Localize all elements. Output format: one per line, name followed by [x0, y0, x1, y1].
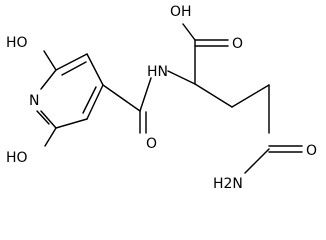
bond-carbonyl-nh — [139, 77, 152, 112]
atom-label-ho-top: HO — [6, 35, 28, 51]
ring-bond-c-cpara — [86, 53, 104, 86]
ring-bond-ctop-c-inner — [61, 61, 87, 76]
bond-ring-carbonyl — [102, 84, 141, 112]
ring-bond-c-cbottom — [55, 118, 88, 129]
atom-label-ring-n: N — [29, 93, 39, 109]
bond-cbeta-cgamma — [231, 84, 270, 108]
bond-cooh-oh — [182, 23, 196, 41]
bond-calpha-cbeta — [194, 83, 233, 108]
atom-label-end-o: O — [306, 143, 317, 159]
atom-label-ho-bottom: HO — [6, 150, 28, 166]
atom-label-acid-o: O — [232, 36, 243, 52]
atom-label-acid-oh: OH — [170, 4, 192, 20]
ring-bond-n-ctop — [40, 69, 57, 90]
atom-label-amide-nh: HN — [147, 64, 168, 80]
ring-bond-ctop-c — [55, 53, 88, 71]
atom-label-amide-o: O — [146, 136, 157, 152]
ring-bond-cbottom-n — [40, 110, 57, 129]
bond-ctop-oh — [43, 50, 57, 71]
bond-lines — [36, 23, 303, 174]
bond-cbottom-oh — [44, 127, 57, 147]
bond-nh-calpha — [167, 70, 196, 85]
bond-camide-nh2 — [244, 148, 270, 174]
atom-labels: HO N HO HN O OH O O H2N — [6, 4, 317, 192]
ring-bond-cpara-c — [86, 84, 104, 120]
atom-label-nh2-group: H2N — [213, 176, 243, 192]
ring-bond-cpara-c-inner — [82, 86, 97, 114]
chemical-structure: HO N HO HN O OH O O H2N — [6, 4, 317, 192]
ring-bond-cbottom-n-inner — [36, 110, 50, 125]
atom-label-nh2: H2N — [213, 176, 243, 192]
